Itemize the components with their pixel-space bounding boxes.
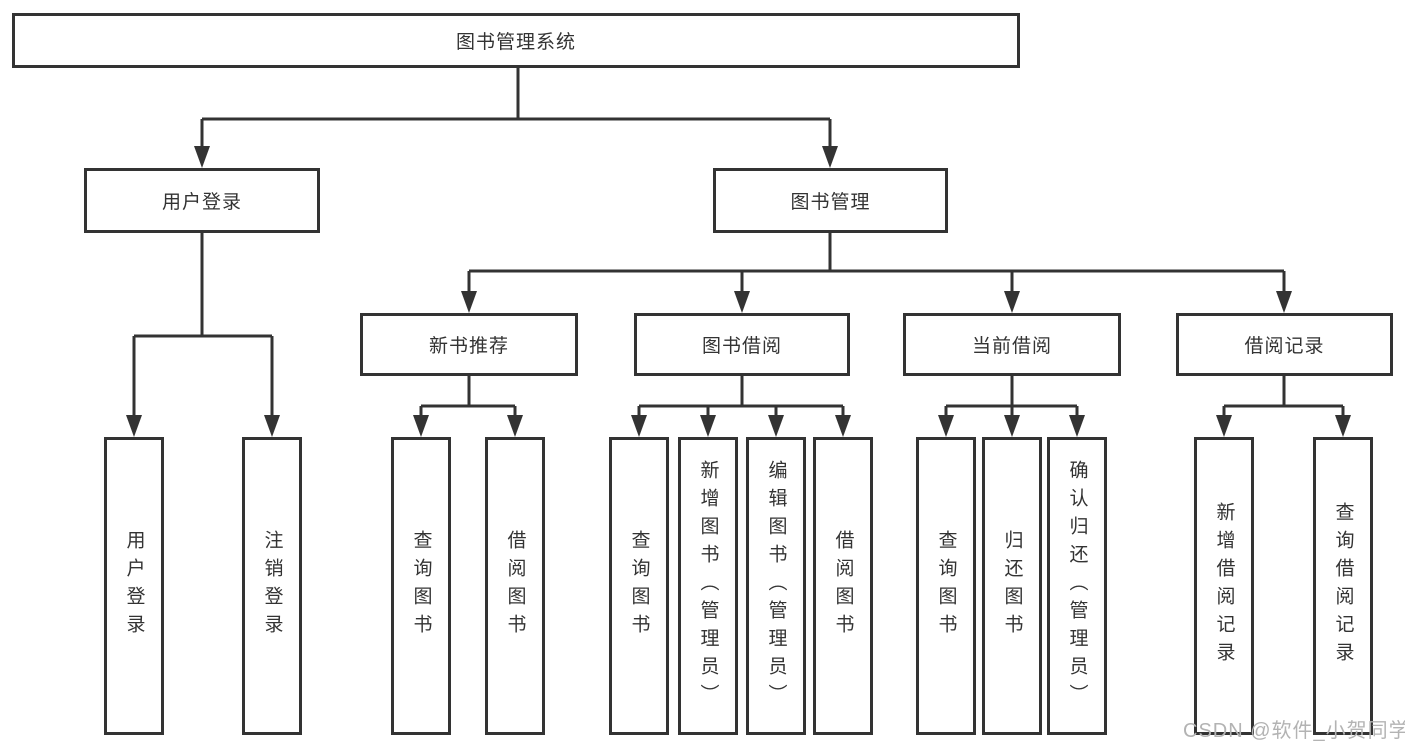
- node-query-borrow-record: 查询借阅记录: [1313, 437, 1373, 735]
- csdn-watermark: CSDN @软件_小贺同学: [1183, 720, 1405, 742]
- node-user-login: 用户登录: [104, 437, 164, 735]
- node-book-borrowing: 图书借阅: [634, 313, 850, 376]
- node-add-borrow-record: 新增借阅记录: [1194, 437, 1254, 735]
- node-logout: 注销登录: [242, 437, 302, 735]
- node-query-books-borrowing: 查询图书: [609, 437, 669, 735]
- node-borrow-books-recommend: 借阅图书: [485, 437, 545, 735]
- node-book-management-module: 图书管理: [713, 168, 948, 233]
- node-user-login-module: 用户登录: [84, 168, 320, 233]
- node-borrow-books-borrowing: 借阅图书: [813, 437, 873, 735]
- node-query-books-current: 查询图书: [916, 437, 976, 735]
- node-add-books-admin: 新增图书（管理员）: [678, 437, 738, 735]
- node-root-library-management-system: 图书管理系统: [12, 13, 1020, 68]
- node-query-books-recommend: 查询图书: [391, 437, 451, 735]
- node-edit-books-admin: 编辑图书（管理员）: [746, 437, 806, 735]
- node-current-borrowing: 当前借阅: [903, 313, 1121, 376]
- node-new-book-recommendation: 新书推荐: [360, 313, 578, 376]
- node-confirm-return-admin: 确认归还（管理员）: [1047, 437, 1107, 735]
- node-borrowing-records: 借阅记录: [1176, 313, 1393, 376]
- node-return-books: 归还图书: [982, 437, 1042, 735]
